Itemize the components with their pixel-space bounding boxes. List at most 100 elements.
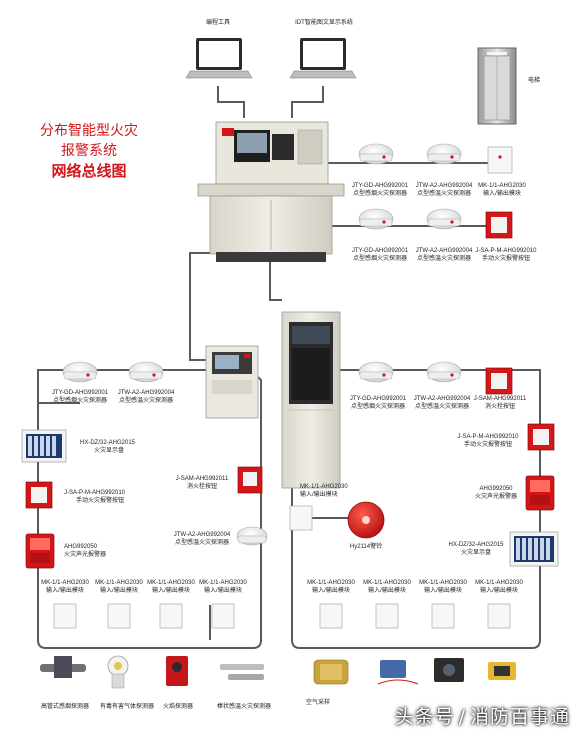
control-network-loop — [189, 252, 230, 361]
watermark-brand: 头条号 — [394, 706, 455, 728]
manual-call-point — [25, 481, 53, 509]
left-hydrant-name: 消火栓按钮 — [186, 484, 217, 490]
left-panel-model: HX-DZ/32-AHG2015 — [80, 440, 136, 446]
sound-light-alarm — [25, 533, 55, 569]
row-a-d2-model: JTW-A2-AHG992004 — [415, 183, 473, 189]
elevator-label: 电梯 — [528, 78, 541, 84]
beam-detector — [488, 662, 516, 680]
smoke-detector — [62, 361, 98, 383]
watermark-author: 消防百事通 — [469, 706, 570, 728]
smoke-detector — [358, 208, 394, 230]
fire-alarm-control-console — [197, 121, 345, 262]
manual-call-point — [527, 423, 555, 451]
right-d1-name: 点型感烟火灾探测器 — [350, 404, 405, 410]
right-mod3-name: 输入/输出模块 — [424, 588, 462, 594]
manual-call-point — [485, 211, 513, 239]
row-b-d3-model: J-SA-P-M-AHG992010 — [475, 248, 537, 254]
flame-detector — [166, 656, 188, 686]
laptop-programming-tool — [185, 38, 253, 79]
right-hydrant-name: 消火栓按钮 — [484, 404, 515, 410]
smoke-detector — [358, 361, 394, 383]
io-module-row-right — [319, 603, 511, 629]
title-line-3: 网络总线图 — [51, 162, 127, 180]
heat-detector — [426, 361, 462, 383]
right-hydrant-model: J-SAM-AHG992011 — [473, 396, 527, 402]
left-loop — [37, 369, 262, 649]
laptop-left-label: 编程工具 — [205, 20, 230, 26]
right-mod4-model: MK-1/1-AHG2030 — [475, 580, 523, 586]
row-b-d1-model: JTY-GD-AHG992001 — [351, 248, 409, 254]
right-alarm-name: 火灾声光报警器 — [474, 494, 517, 500]
fire-display-panel — [21, 429, 67, 463]
left-mod2-name: 输入/输出模块 — [100, 588, 138, 594]
right-mod3-model: MK-1/1-AHG2030 — [419, 580, 467, 586]
air-sampling-device — [313, 659, 349, 685]
left-panel-name: 火灾显示盘 — [94, 448, 125, 454]
left-mod3-name: 输入/输出模块 — [152, 588, 190, 594]
right-d2-name: 点型感温火灾探测器 — [414, 404, 469, 410]
right-mod2-model: MK-1/1-AHG2030 — [363, 580, 411, 586]
left-mod2-model: MK-1/1-AHG2030 — [95, 580, 143, 586]
row-a-d3-name: 输入/输出模块 — [483, 191, 521, 197]
right-button-name: 手动火灾报警按钮 — [463, 442, 512, 448]
bell-label: Hy2114警铃 — [349, 544, 383, 550]
right-center-module-name: 输入/输出模块 — [300, 492, 338, 498]
right-button-model: J-SA-P-M-AHG992010 — [457, 434, 519, 440]
right-center-module-model: MK-1/1-AHG2030 — [300, 484, 348, 490]
left-heat-name: 点型感温火灾探测器 — [174, 540, 229, 546]
io-module-row-left — [53, 603, 235, 629]
heat-detector — [236, 526, 268, 546]
laptop-left-cable — [217, 86, 245, 118]
cable-device — [377, 660, 419, 685]
row-b-d1-name: 点型感烟火灾探测器 — [352, 256, 407, 262]
laptop-right-cable — [291, 86, 324, 118]
left-mod3-model: MK-1/1-AHG2030 — [147, 580, 195, 586]
row-b-d2-model: JTW-A2-AHG992004 — [415, 248, 473, 254]
right-mod2-name: 输入/输出模块 — [368, 588, 406, 594]
heat-detector — [426, 143, 462, 165]
hydrant-button — [237, 466, 263, 494]
right-loop — [291, 369, 541, 649]
left-alarm-name: 火灾声光报警器 — [64, 552, 107, 558]
left-d2-name: 点型感温火灾探测器 — [118, 398, 173, 404]
io-module — [487, 146, 513, 174]
row-a-d3-model: MK-1/1-AHG2030 — [478, 183, 526, 189]
title-line-2: 报警系统 — [61, 143, 117, 159]
row-a-d1-name: 点型感烟火灾探测器 — [352, 191, 407, 197]
left-heat-model: JTW-A2-AHG992004 — [173, 532, 231, 538]
hydrant-button — [485, 367, 513, 395]
smoke-detector — [358, 143, 394, 165]
right-mod1-name: 输入/输出模块 — [312, 588, 350, 594]
fire-display-panel — [509, 531, 559, 567]
left-d1-name: 点型感烟火灾探测器 — [52, 398, 107, 404]
left-mod1-model: MK-1/1-AHG2030 — [41, 580, 89, 586]
left-mod1-name: 输入/输出模块 — [46, 588, 84, 594]
right-alarm-model: AHG992050 — [479, 486, 513, 492]
elevator-car — [477, 47, 517, 125]
left-bottom-4: 棒状感温火灾探测器 — [216, 704, 271, 710]
left-bottom-1: 高管式感烟探测器 — [40, 704, 89, 710]
alarm-bell — [347, 501, 385, 539]
left-mod4-model: MK-1/1-AHG2030 — [199, 580, 247, 586]
right-panel-model: HX-DZ/32-AHG2015 — [448, 542, 504, 548]
laptop-idt-display-system — [289, 38, 357, 79]
left-alarm-model: AHG992050 — [64, 544, 98, 550]
camera-detector — [434, 658, 464, 682]
right-panel-name: 火灾显示盘 — [460, 550, 491, 556]
right-mod4-name: 输入/输出模块 — [480, 588, 518, 594]
distribution-cabinet — [281, 311, 341, 489]
left-button-model: J-SA-P-M-AHG992010 — [64, 490, 126, 496]
left-mod4-name: 输入/输出模块 — [204, 588, 242, 594]
toxic-gas-detector — [107, 655, 129, 689]
left-d2-model: JTW-A2-AHG992004 — [117, 390, 175, 396]
heat-detector — [128, 361, 164, 383]
loop-controller-panel — [205, 345, 259, 419]
row-b-d2-name: 点型感温火灾探测器 — [416, 256, 471, 262]
row-a-d2-name: 点型感温火灾探测器 — [416, 191, 471, 197]
right-d2-model: JTW-A2-AHG992004 — [413, 396, 471, 402]
right-d1-model: JTY-GD-AHG992001 — [349, 396, 407, 402]
tube-smoke-detector — [40, 656, 86, 678]
left-bottom-2: 有毒有害气体探测器 — [99, 704, 154, 710]
left-bottom-3: 火焰探测器 — [162, 704, 193, 710]
left-hydrant-model: J-SAM-AHG992011 — [175, 476, 229, 482]
